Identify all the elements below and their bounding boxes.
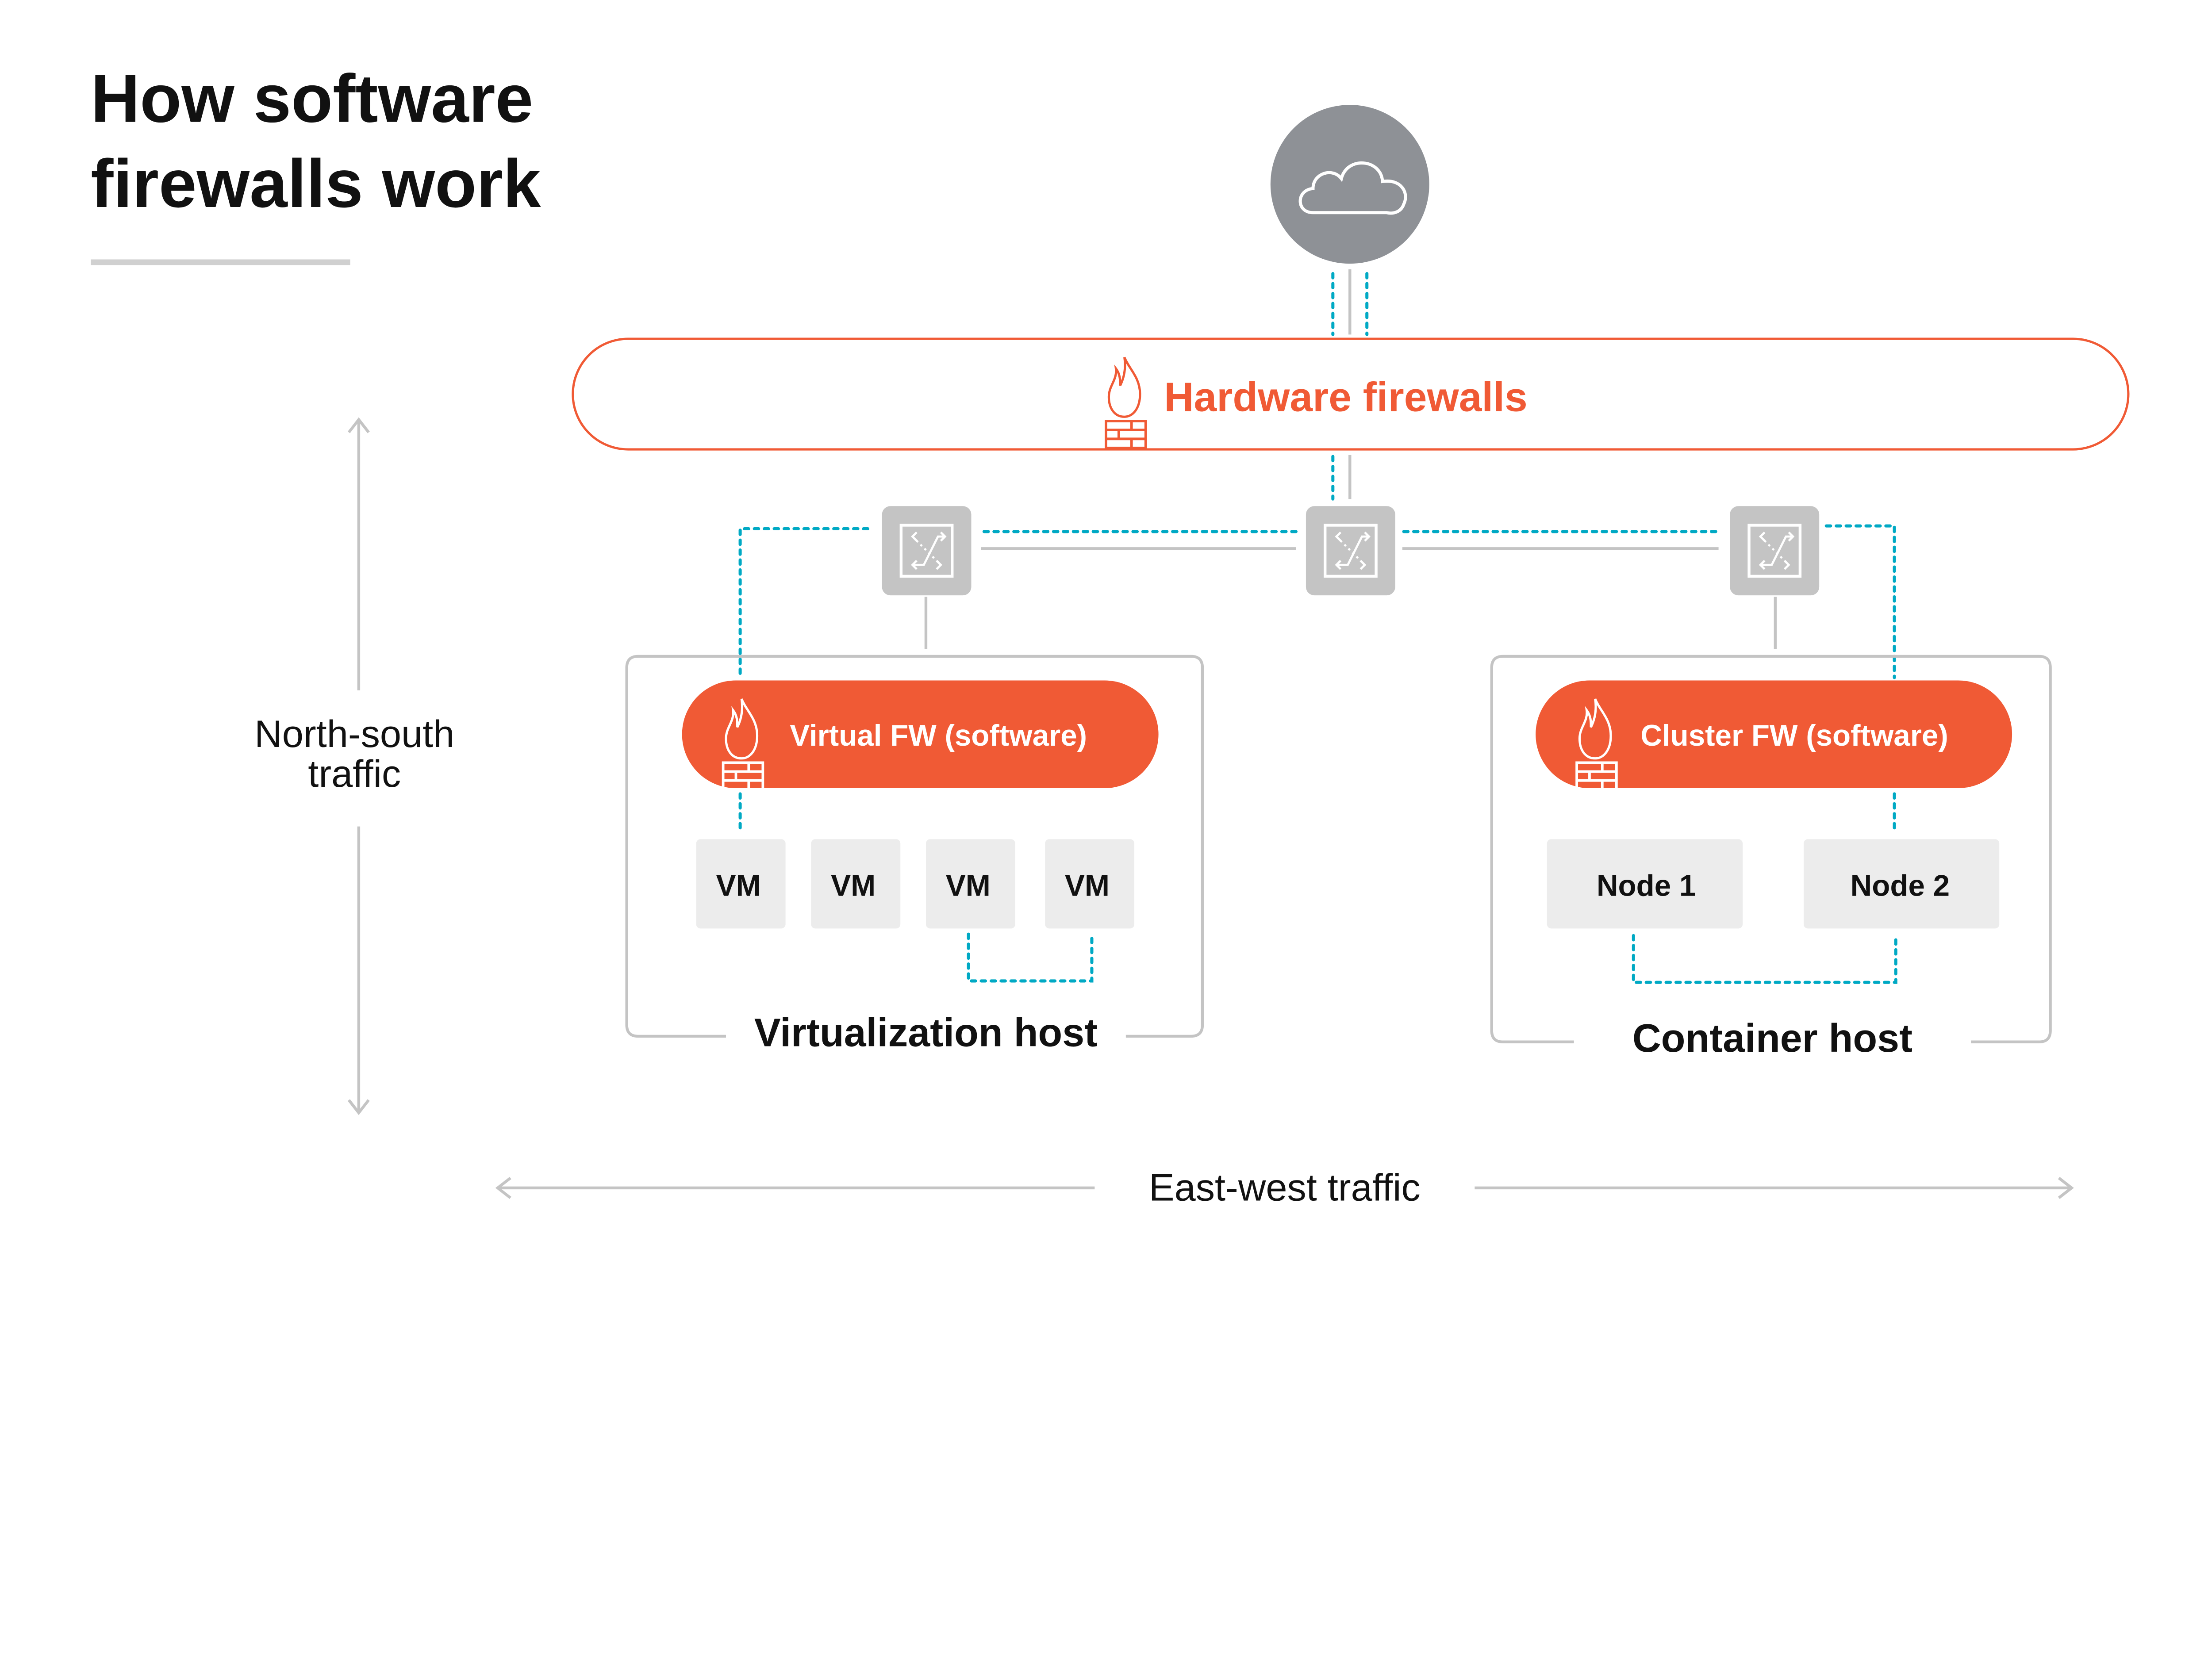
link-teal-to-cluster-fw — [1824, 524, 1896, 679]
vm-1: VM — [696, 839, 786, 929]
vm-3-label: VM — [946, 870, 991, 903]
north-south-label-2: traffic — [308, 753, 401, 795]
east-west-axis: East-west traffic — [495, 1167, 2074, 1209]
vm-2-label: VM — [831, 870, 876, 903]
network-switch-center — [1306, 506, 1395, 596]
node-2: Node 2 — [1803, 839, 2000, 929]
vm-4-label: VM — [1065, 870, 1110, 903]
virtualization-host: Virtualization host Virtual FW (software… — [625, 655, 1204, 1055]
title-line-1: How software — [91, 61, 533, 137]
network-switch-right — [1730, 506, 1820, 596]
arrow-left-icon — [495, 1176, 511, 1199]
vm-1-label: VM — [716, 870, 761, 903]
east-west-label: East-west traffic — [1149, 1167, 1421, 1209]
virtualization-host-label: Virtualization host — [754, 1011, 1098, 1055]
container-host-label: Container host — [1632, 1016, 1912, 1061]
arrow-right-icon — [2058, 1176, 2074, 1199]
virtual-fw-pill — [682, 680, 1159, 789]
hardware-firewalls-label: Hardware firewalls — [1164, 374, 1527, 420]
diagram-frame: How software firewalls work Hardware fir… — [91, 61, 2130, 1209]
hardware-firewalls: Hardware firewalls — [572, 337, 2130, 451]
node-1: Node 1 — [1547, 839, 1743, 929]
arrow-up-icon — [347, 417, 370, 433]
virtual-fw-label: Virtual FW (software) — [790, 719, 1087, 752]
cluster-fw-pill — [1536, 680, 2012, 789]
cloud-icon — [1270, 105, 1429, 264]
title-line-2: firewalls work — [91, 146, 541, 222]
network-switch-left — [882, 506, 972, 596]
north-south-axis: North-south traffic — [254, 417, 454, 1115]
vm-4: VM — [1045, 839, 1135, 929]
container-host: Container host Cluster FW (software) Nod… — [1490, 655, 2052, 1061]
cluster-fw-label: Cluster FW (software) — [1640, 719, 1948, 752]
link-vm3-vm4 — [967, 932, 1094, 983]
north-south-label-1: North-south — [254, 713, 454, 755]
firewall-diagram: How software firewalls work Hardware fir… — [91, 61, 2130, 1209]
node-2-label: Node 2 — [1851, 870, 1950, 903]
link-node1-node2 — [1632, 934, 1897, 984]
node-1-label: Node 1 — [1597, 870, 1696, 903]
vm-3: VM — [926, 839, 1015, 929]
arrow-down-icon — [347, 1099, 370, 1115]
vm-2: VM — [811, 839, 901, 929]
link-teal-to-virtual-fw — [738, 527, 870, 679]
